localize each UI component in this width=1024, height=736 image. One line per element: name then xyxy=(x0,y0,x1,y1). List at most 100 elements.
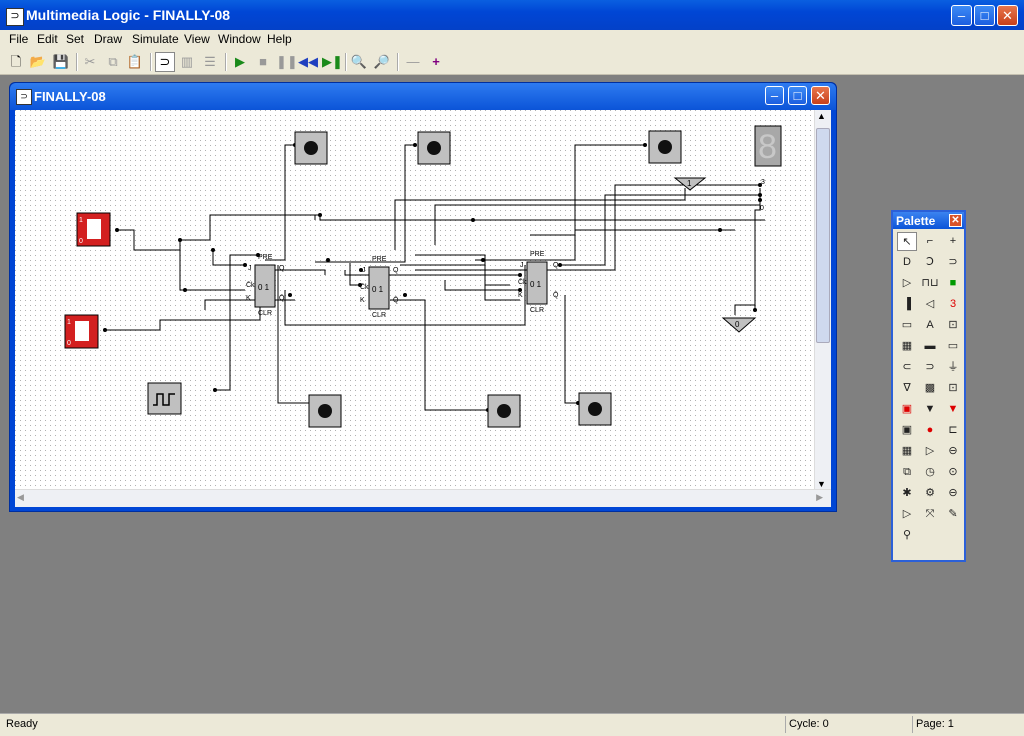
minus-icon[interactable]: — xyxy=(406,54,420,69)
switch-icon[interactable]: ▐ xyxy=(903,298,911,310)
memory-icon[interactable]: ▦ xyxy=(901,340,913,352)
jk-flipflop-1[interactable]: PRE CLR J C̄k K Q Q̄ 0 1 xyxy=(246,254,285,317)
cut-icon[interactable]: ✂ xyxy=(84,54,96,69)
doc-close-button[interactable]: ✕ xyxy=(811,86,830,105)
led-6 xyxy=(578,392,612,426)
svg-text:3: 3 xyxy=(761,179,765,186)
menu-simulate[interactable]: Simulate xyxy=(132,32,179,46)
counter-icon[interactable]: ⊡ xyxy=(948,319,958,331)
tool-b-icon[interactable]: ☰ xyxy=(204,54,216,69)
menu-help[interactable]: Help xyxy=(267,32,292,46)
bike-icon[interactable]: ⚲ xyxy=(902,529,912,541)
text-icon[interactable]: A xyxy=(926,319,934,331)
pause-icon[interactable]: ❚❚ xyxy=(276,54,298,69)
device-icon[interactable]: ⊡ xyxy=(948,382,958,394)
svg-text:0 1: 0 1 xyxy=(258,283,270,292)
menu-file[interactable]: File xyxy=(9,32,29,46)
tool-a-icon[interactable]: ▥ xyxy=(180,54,194,69)
document-title: FINALLY-08 xyxy=(34,89,106,104)
pointer-icon[interactable]: ↖ xyxy=(897,232,917,251)
doc-minimize-button[interactable]: – xyxy=(765,86,784,105)
tri-state-icon[interactable]: ▷ xyxy=(925,445,935,457)
scroll-left-icon[interactable]: ◀ xyxy=(17,492,24,502)
filter-icon[interactable]: ∇ xyxy=(903,382,911,394)
and-gate-icon[interactable]: D xyxy=(903,256,911,268)
menu-window[interactable]: Window xyxy=(218,32,261,46)
menu-edit[interactable]: Edit xyxy=(37,32,58,46)
nand-icon[interactable]: ⊂ xyxy=(902,361,912,373)
vertical-scrollbar[interactable]: ▲ ▼ xyxy=(814,110,831,490)
arrow-icon[interactable]: ▷ xyxy=(902,508,912,520)
module-icon[interactable]: ▦ xyxy=(901,445,913,457)
label-icon[interactable]: ▭ xyxy=(947,340,959,352)
cpu-icon[interactable]: ✱ xyxy=(902,487,912,499)
latch-icon[interactable]: ⊏ xyxy=(948,424,958,436)
run-icon[interactable]: ▶ xyxy=(235,54,245,69)
menu-set[interactable]: Set xyxy=(66,32,85,46)
zoom-out-icon[interactable]: 🔍 xyxy=(350,54,368,69)
maximize-button[interactable]: □ xyxy=(974,5,995,26)
switch-bottom[interactable]: 1 0 xyxy=(64,314,99,349)
stopwatch-icon[interactable]: ⊙ xyxy=(948,466,958,478)
minimize-button[interactable]: – xyxy=(951,5,972,26)
joystick-icon[interactable]: ⤧ xyxy=(925,508,935,520)
plus-icon[interactable]: + xyxy=(432,54,440,69)
timer-icon[interactable]: ◷ xyxy=(925,466,935,478)
speaker-icon[interactable]: ◁ xyxy=(925,298,935,310)
circuit-canvas[interactable]: 1 0 1 0 8 xyxy=(15,110,831,507)
svg-text:PRE: PRE xyxy=(372,256,387,263)
buffer-icon[interactable]: ▷ xyxy=(902,277,912,289)
menu-draw[interactable]: Draw xyxy=(94,32,123,46)
close-button[interactable]: ✕ xyxy=(997,5,1018,26)
chip-icon[interactable]: ▩ xyxy=(924,382,936,394)
palette-close-icon[interactable]: ✕ xyxy=(949,214,962,227)
network-icon[interactable]: ⚙ xyxy=(925,487,935,499)
display-icon[interactable]: ▬ xyxy=(924,340,936,352)
robot-icon[interactable]: ▣ xyxy=(901,424,913,436)
pen-icon[interactable]: ✎ xyxy=(948,508,958,520)
jk-flipflop-2[interactable]: PRE CLR J C̄k K Q Q̄ 0 1 xyxy=(360,256,399,319)
seven-seg-icon[interactable]: 3 xyxy=(949,298,957,310)
not-icon[interactable]: ⊃ xyxy=(925,361,935,373)
zoom-in-icon[interactable]: 🔎 xyxy=(373,54,391,69)
wire-icon[interactable]: ⌐ xyxy=(926,235,934,247)
jk-flipflop-3[interactable]: PRE CLR J C̄k K Q Q̄ 0 1 xyxy=(518,251,559,314)
bell-icon[interactable]: ⊖ xyxy=(948,445,958,457)
copy-icon[interactable]: ⧉ xyxy=(108,54,118,69)
scroll-up-icon[interactable]: ▲ xyxy=(817,111,826,121)
xor-gate-icon[interactable]: ⊃ xyxy=(948,256,958,268)
paste-icon[interactable]: 📋 xyxy=(126,54,144,69)
clock-icon[interactable]: ⊓⊔ xyxy=(921,277,939,289)
horizontal-scrollbar[interactable]: ◀ ▶ xyxy=(15,489,831,507)
junction-icon[interactable]: + xyxy=(949,235,957,247)
switch-top[interactable]: 1 0 xyxy=(76,212,111,247)
led-2 xyxy=(417,131,451,165)
menu-view[interactable]: View xyxy=(184,32,210,46)
svg-text:Q: Q xyxy=(553,262,559,269)
keyboard-icon[interactable]: ▭ xyxy=(901,319,913,331)
circuit-drawing[interactable]: 1 0 1 0 8 xyxy=(15,110,815,490)
pin-zero: 0 xyxy=(721,317,757,333)
led-icon[interactable]: ■ xyxy=(949,277,957,289)
stop-icon[interactable]: ■ xyxy=(259,54,267,69)
scroll-right-icon[interactable]: ▶ xyxy=(816,492,823,502)
toolbar-separator xyxy=(345,53,347,71)
doc-maximize-button[interactable]: □ xyxy=(788,86,807,105)
red-dot-icon[interactable]: ● xyxy=(926,424,934,436)
sensor-icon[interactable]: ⊖ xyxy=(948,487,958,499)
open-icon[interactable]: 📂 xyxy=(29,54,47,69)
vertical-scroll-thumb[interactable] xyxy=(816,128,830,343)
clock-generator[interactable] xyxy=(147,382,182,415)
step-forward-icon[interactable]: ▶❚ xyxy=(322,54,343,69)
or-gate-icon[interactable]: Ↄ xyxy=(926,256,934,268)
scroll-down-icon[interactable]: ▼ xyxy=(817,479,826,489)
output-pin-icon[interactable]: ▼ xyxy=(947,403,959,415)
ground-icon[interactable]: ⏚ xyxy=(947,361,959,373)
cube-icon[interactable]: ⧉ xyxy=(903,466,911,478)
step-back-icon[interactable]: ◀◀ xyxy=(298,54,318,69)
input-pin-icon[interactable]: ▼ xyxy=(924,403,936,415)
box-icon[interactable]: ▣ xyxy=(901,403,913,415)
save-icon[interactable]: 💾 xyxy=(52,54,70,69)
new-icon[interactable]: 🗋 xyxy=(10,54,22,69)
edit-mode-icon[interactable]: ⊃ xyxy=(155,52,175,72)
